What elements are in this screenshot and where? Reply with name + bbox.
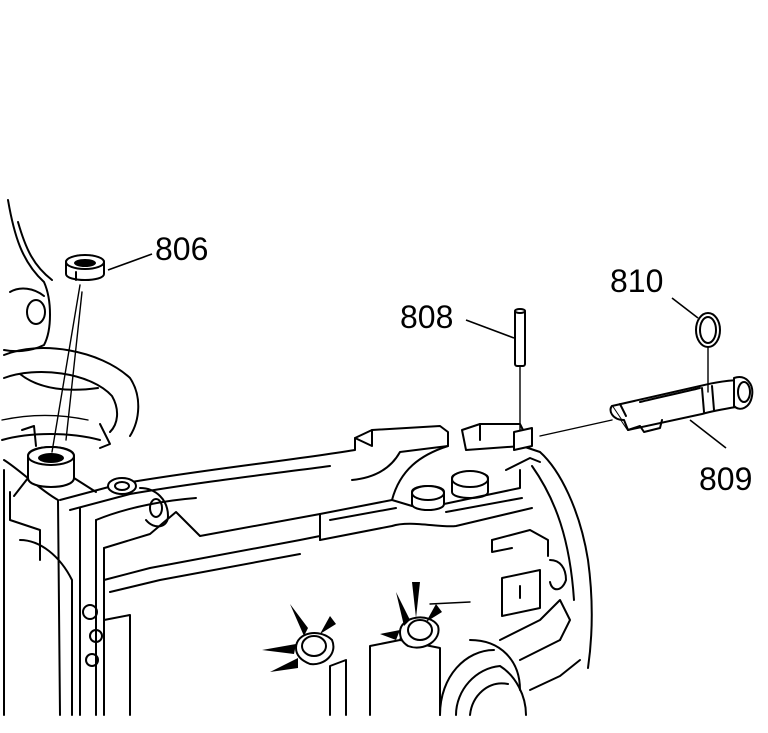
- callout-809-label: 809: [699, 461, 752, 497]
- callout-808-label: 808: [400, 299, 453, 335]
- callout-810-label: 810: [610, 263, 663, 299]
- part-808-pin: [513, 308, 533, 451]
- transmission-case-housing: [1, 199, 593, 716]
- part-810-o-ring: [695, 312, 721, 348]
- part-806-seal: [65, 254, 105, 281]
- callout-809-leader: [689, 419, 727, 449]
- part-809-centerline: [539, 419, 613, 437]
- callout-806-label: 806: [155, 231, 208, 267]
- callout-808-leader: [465, 319, 515, 339]
- callout-810-leader: [671, 297, 699, 319]
- part-809-shaft: [609, 376, 754, 433]
- part-806-centerline: [51, 284, 81, 453]
- callout-806-leader: [107, 253, 153, 271]
